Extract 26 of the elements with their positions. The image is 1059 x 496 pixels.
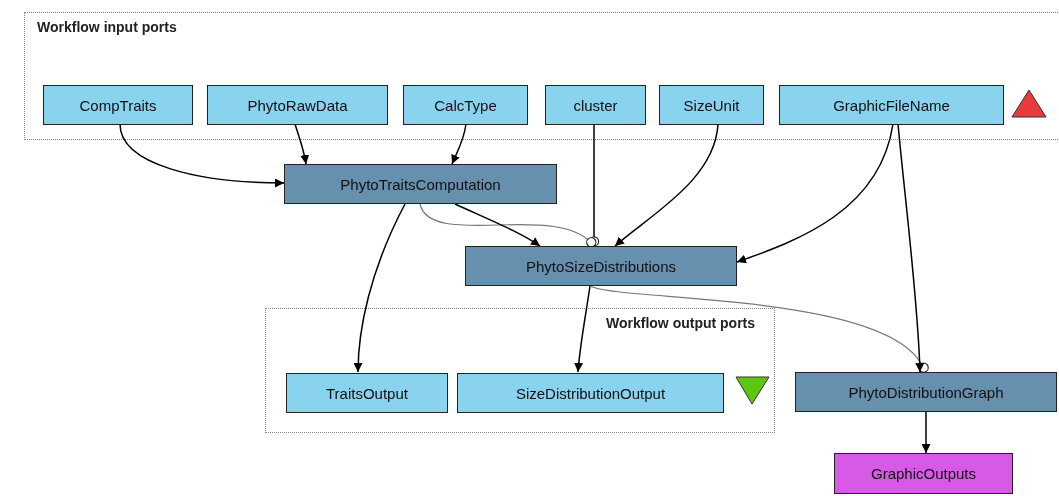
- processor-box: PhytoTraitsComputation: [284, 164, 557, 204]
- connector-arrow: [294, 123, 310, 165]
- processor-box: PhytoDistributionGraph: [795, 372, 1057, 412]
- group-title: Workflow output ports: [606, 315, 756, 331]
- connector-arrow: [574, 285, 591, 373]
- port-box: cluster: [545, 85, 646, 125]
- connector-arrow: [119, 123, 285, 188]
- connector-arrow: [897, 123, 925, 373]
- dotted-group-frame: [24, 12, 1059, 140]
- port-box: CompTraits: [43, 85, 193, 125]
- group-title: Workflow input ports: [37, 19, 177, 35]
- processor-box: PhytoSizeDistributions: [465, 246, 737, 286]
- connector-arrow: [736, 123, 894, 264]
- connector-arrow: [614, 123, 719, 247]
- port-box: SizeDistributionOutput: [457, 373, 724, 413]
- port-box: CalcType: [403, 85, 528, 125]
- connector-arrow: [451, 123, 467, 165]
- port-box: GraphicFileName: [779, 85, 1004, 125]
- port-box: TraitsOutput: [286, 373, 448, 413]
- port-box: PhytoRawData: [207, 85, 388, 125]
- dotted-group-frame: [265, 308, 775, 433]
- port-box: SizeUnit: [659, 85, 764, 125]
- port-box: GraphicOutputs: [834, 453, 1013, 494]
- connector-arrow: [454, 203, 541, 247]
- connector-arrow: [921, 411, 931, 454]
- connector-arrow: [353, 203, 406, 373]
